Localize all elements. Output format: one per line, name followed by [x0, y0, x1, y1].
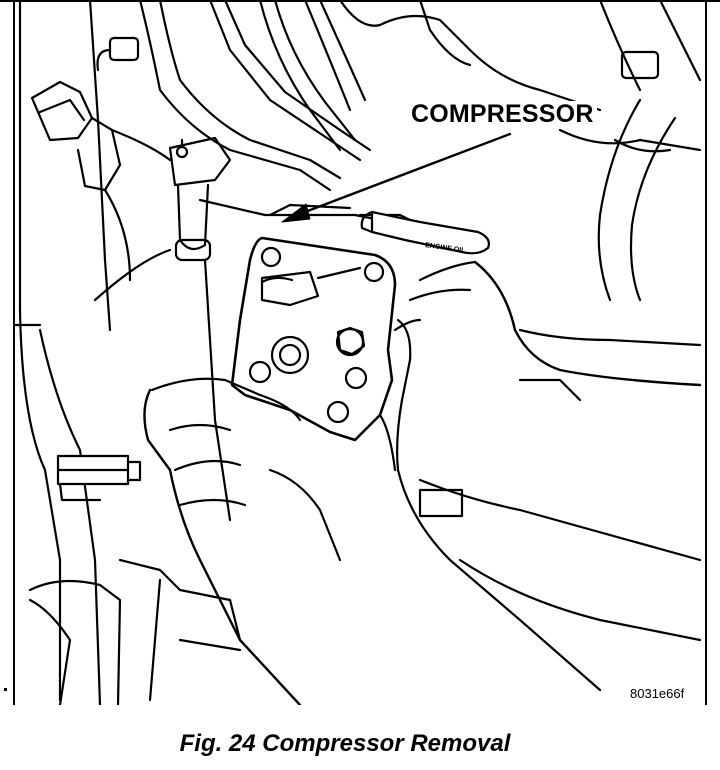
- stray-dot: [4, 688, 7, 691]
- pressure-fitting: [168, 136, 232, 262]
- left-frame-rail: [13, 0, 122, 705]
- compressor-callout-label: COMPRESSOR: [408, 100, 597, 129]
- upper-part-left: [96, 36, 140, 72]
- rail-clamp: [56, 454, 142, 502]
- compressor-removal-illustration: ENGINE OIL: [0, 0, 720, 705]
- frame-lines: [0, 0, 720, 705]
- callout-arrow: [281, 132, 512, 223]
- figure-code: 8031e66f: [630, 686, 685, 701]
- refrigerant-lines: [138, 0, 372, 192]
- figure-caption: Fig. 24 Compressor Removal: [0, 730, 720, 758]
- wiring-connector: [30, 80, 172, 302]
- engine-oil-tool: ENGINE OIL: [360, 210, 490, 255]
- right-hose: [597, 98, 677, 302]
- right-hand: [393, 260, 702, 387]
- engine-block: [338, 0, 702, 152]
- compressor-plate: [230, 236, 397, 442]
- figure-caption-text: Fig. 24 Compressor Removal: [179, 730, 511, 757]
- compressor-body: [198, 198, 422, 522]
- left-hand: [143, 318, 702, 705]
- lower-details: [118, 378, 702, 702]
